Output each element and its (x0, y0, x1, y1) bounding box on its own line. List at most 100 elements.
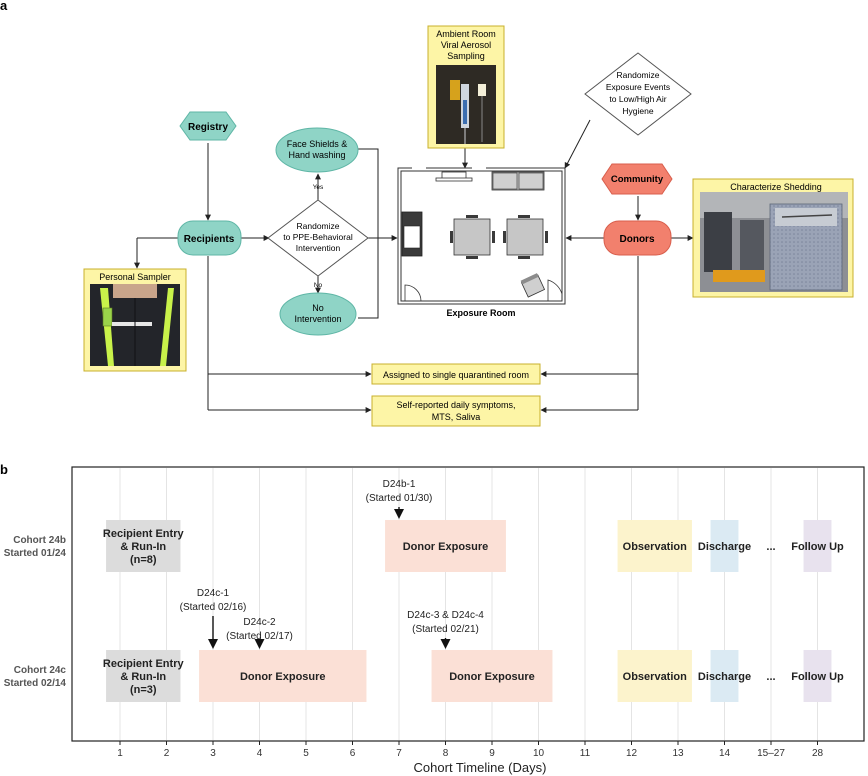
x-tick-label: 8 (443, 748, 449, 759)
x-tick-label: 7 (396, 748, 402, 759)
marker-label: (Started 01/30) (366, 493, 433, 504)
x-tick-label: 5 (303, 748, 309, 759)
phase-label: (n=3) (130, 684, 157, 696)
characterize-shedding-label: Characterize Shedding (730, 182, 822, 192)
characterize-shedding-photo (700, 192, 848, 292)
phase-label: Recipient Entry (103, 658, 185, 670)
cohort-label: Cohort 24b (13, 535, 66, 546)
phase-bar (617, 520, 692, 572)
marker-arrowhead (208, 639, 218, 649)
donors-label: Donors (620, 234, 655, 245)
marker-arrowhead (440, 639, 451, 649)
donors-node: Donors (603, 220, 672, 256)
x-tick-label: 10 (533, 748, 545, 759)
phase-label: Follow Up (791, 671, 844, 683)
panel-b-label: b (0, 462, 8, 477)
ambient-sampling-line-1: Ambient Room (436, 29, 496, 39)
randomize-exposure-line-1: Randomize (617, 70, 660, 80)
personal-sampler-label: Personal Sampler (99, 272, 171, 282)
randomize-exposure-line-3: to Low/High Air (609, 94, 666, 104)
phase-bar (617, 650, 692, 702)
x-tick-label: 12 (626, 748, 638, 759)
randomize-ppe-node: Randomize to PPE-Behavioral Intervention (267, 199, 369, 277)
randomize-ppe-line-2: to PPE-Behavioral (283, 232, 353, 242)
personal-sampler-panel: Personal Sampler (83, 268, 187, 372)
phase-label: Discharge (698, 671, 751, 683)
panel-b: b Recipient Entry& Run-In(n=8)Donor Expo… (0, 462, 865, 775)
characterize-shedding-panel: Characterize Shedding (692, 178, 854, 298)
cohort-timeline-chart: Recipient Entry& Run-In(n=8)Donor Exposu… (4, 466, 865, 775)
exposure-room-floorplan: Exposure Room (397, 167, 566, 318)
ambient-sampling-photo (436, 65, 496, 144)
community-label: Community (611, 174, 664, 185)
registry-label: Registry (188, 122, 228, 133)
randomize-ppe-line-3: Intervention (296, 243, 341, 253)
face-shields-line-2: Hand washing (288, 150, 345, 160)
x-tick-label: 15–27 (757, 748, 785, 759)
recipients-label: Recipients (184, 234, 235, 245)
ambient-sampling-panel: Ambient Room Viral Aerosol Sampling (427, 25, 505, 149)
cohort-label: Started 02/14 (4, 678, 67, 689)
x-tick-label: 13 (672, 748, 684, 759)
randomize-ppe-line-1: Randomize (297, 221, 340, 231)
marker-label: (Started 02/21) (412, 624, 479, 635)
community-node: Community (601, 163, 673, 195)
phase-label: Observation (623, 541, 687, 553)
timeline-ellipsis: ... (766, 671, 775, 683)
no-intervention-node: No Intervention (279, 292, 357, 336)
marker-label: D24c-3 & D24c-4 (407, 610, 484, 621)
phase-label: Follow Up (791, 541, 844, 553)
no-intervention-line-2: Intervention (294, 314, 341, 324)
phase-label: Recipient Entry (103, 528, 185, 540)
marker-label: D24c-2 (243, 617, 276, 628)
x-tick-label: 9 (489, 748, 495, 759)
randomize-exposure-line-2: Exposure Events (606, 82, 670, 92)
phase-bar (803, 520, 832, 572)
face-shields-line-1: Face Shields & (287, 139, 348, 149)
phase-label: Observation (623, 671, 687, 683)
registry-node: Registry (179, 111, 237, 141)
marker-arrowhead (394, 509, 404, 519)
phase-bar (106, 650, 181, 702)
x-tick-label: 4 (257, 748, 263, 759)
no-label: No (314, 282, 323, 289)
panel-a-label: a (0, 0, 8, 13)
randomize-exposure-line-4: Hygiene (622, 106, 653, 116)
phase-bar (106, 520, 181, 572)
x-tick-label: 6 (350, 748, 356, 759)
cohort-label: Cohort 24c (14, 665, 67, 676)
self-reported-note: Self-reported daily symptoms, MTS, Saliv… (371, 395, 541, 427)
phase-label: Donor Exposure (403, 541, 489, 553)
phase-bar (385, 520, 506, 572)
phase-label: & Run-In (120, 541, 166, 553)
x-tick-label: 11 (580, 748, 591, 759)
phase-bar (199, 650, 367, 702)
self-reported-line-2: MTS, Saliva (432, 412, 481, 422)
assigned-room-note: Assigned to single quarantined room (371, 363, 541, 385)
x-tick-label: 1 (117, 748, 123, 759)
phase-bar (710, 520, 739, 572)
phase-label: Donor Exposure (449, 671, 535, 683)
yes-label: Yes (313, 184, 324, 191)
x-tick-label: 14 (719, 748, 731, 759)
phase-bar (803, 650, 832, 702)
self-reported-line-1: Self-reported daily symptoms, (396, 400, 515, 410)
phase-bar (710, 650, 739, 702)
marker-label: D24c-1 (197, 588, 230, 599)
exposure-room-label: Exposure Room (446, 308, 515, 318)
marker-arrowhead (254, 639, 265, 649)
x-axis-label: Cohort Timeline (Days) (414, 760, 547, 775)
ambient-sampling-line-3: Sampling (447, 51, 485, 61)
phase-label: & Run-In (120, 671, 166, 683)
x-tick-label: 2 (164, 748, 170, 759)
marker-label: (Started 02/16) (180, 602, 247, 613)
no-intervention-line-1: No (312, 303, 324, 313)
marker-label: (Started 02/17) (226, 631, 293, 642)
phase-label: (n=8) (130, 554, 157, 566)
flow-connectors (134, 119, 694, 413)
x-tick-label: 3 (210, 748, 216, 759)
personal-sampler-photo (90, 284, 180, 366)
phase-label: Discharge (698, 541, 751, 553)
cohort-label: Started 01/24 (4, 548, 67, 559)
